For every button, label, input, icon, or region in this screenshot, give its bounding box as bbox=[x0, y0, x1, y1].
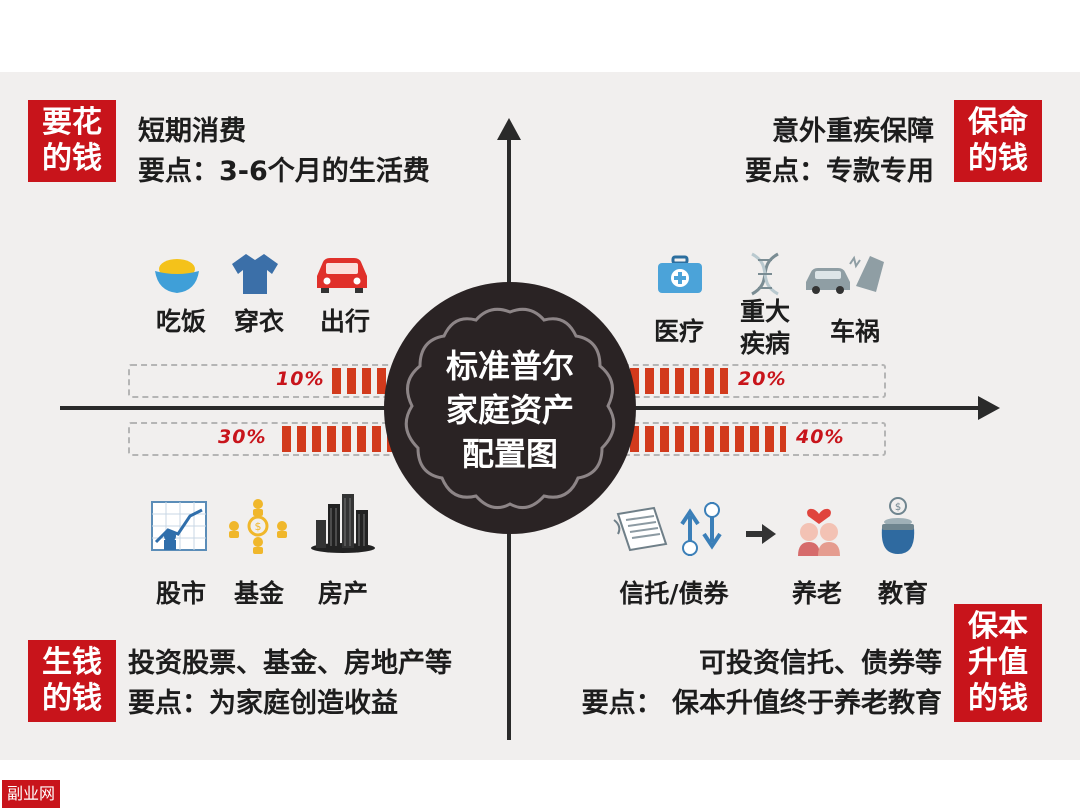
label-major-illness: 重大 疾病 bbox=[734, 296, 796, 360]
center-cloud-badge bbox=[384, 282, 636, 534]
tag-preserve-line1: 保本 bbox=[968, 609, 1028, 644]
percent-30: 30% bbox=[218, 426, 267, 448]
buildings-icon bbox=[311, 494, 375, 553]
tag-protect-line2: 的钱 bbox=[968, 141, 1028, 176]
label-medical: 医疗 bbox=[653, 317, 704, 346]
label-major-illness-line1: 重大 bbox=[739, 297, 790, 326]
money-pot-icon: $ bbox=[881, 497, 915, 554]
arrow-right-icon bbox=[746, 524, 776, 544]
top-left-line1: 短期消费 bbox=[138, 116, 246, 147]
tag-grow-money: 生钱 的钱 bbox=[28, 640, 116, 722]
tag-protect-money: 保命 的钱 bbox=[954, 100, 1042, 182]
bottom-right-description: 可投资信托、债券等 要点： 保本升值终于养老教育 bbox=[582, 644, 942, 724]
top-right-description: 意外重疾保障 要点：专款专用 bbox=[745, 112, 934, 192]
tag-spend-money: 要花 的钱 bbox=[28, 100, 116, 182]
tag-grow-line1: 生钱 bbox=[42, 645, 102, 680]
top-left-line2: 要点：3-6个月的生活费 bbox=[138, 156, 430, 187]
dna-icon bbox=[751, 252, 779, 296]
tag-spend-line1: 要花 bbox=[42, 105, 102, 140]
percent-40: 40% bbox=[796, 426, 845, 448]
svg-text:$: $ bbox=[895, 502, 901, 513]
label-major-illness-line2: 疾病 bbox=[739, 329, 790, 358]
first-aid-kit-icon bbox=[658, 255, 702, 293]
bottom-left-description: 投资股票、基金、房地产等 要点：为家庭创造收益 bbox=[128, 644, 452, 724]
label-car-accident: 车祸 bbox=[829, 317, 880, 346]
percent-10: 10% bbox=[276, 368, 325, 390]
elderly-couple-icon bbox=[798, 508, 840, 556]
label-retirement: 养老 bbox=[791, 579, 842, 608]
label-stocks: 股市 bbox=[155, 579, 206, 608]
tag-preserve-line2: 升值 bbox=[968, 645, 1028, 680]
rice-bowl-icon bbox=[155, 259, 199, 293]
tag-grow-line2: 的钱 bbox=[42, 681, 102, 716]
label-trusts-bonds: 信托/债券 bbox=[619, 579, 729, 608]
stock-chart-icon bbox=[151, 501, 207, 551]
tag-preserve-line3: 的钱 bbox=[968, 681, 1028, 716]
exchange-arrows-icon bbox=[680, 502, 722, 556]
bottom-left-line1: 投资股票、基金、房地产等 bbox=[128, 648, 452, 679]
tshirt-icon bbox=[232, 254, 278, 294]
label-clothing: 穿衣 bbox=[233, 307, 284, 336]
tag-preserve-money: 保本 升值 的钱 bbox=[954, 604, 1042, 722]
center-title-line1: 标准普尔 bbox=[445, 347, 574, 385]
fund-network-icon: $ bbox=[229, 499, 287, 554]
tag-protect-line1: 保命 bbox=[968, 105, 1028, 140]
watermark-badge: 副业网 bbox=[2, 780, 60, 808]
label-eat: 吃饭 bbox=[155, 307, 206, 336]
label-real-estate: 房产 bbox=[317, 579, 368, 608]
horizontal-axis-arrowhead bbox=[978, 396, 1000, 420]
tag-spend-line2: 的钱 bbox=[42, 141, 102, 176]
top-right-line1: 意外重疾保障 bbox=[772, 116, 934, 147]
label-travel: 出行 bbox=[319, 307, 370, 336]
top-left-description: 短期消费 要点：3-6个月的生活费 bbox=[138, 112, 430, 192]
contract-icon bbox=[613, 506, 668, 552]
center-title-line3: 配置图 bbox=[461, 435, 558, 473]
top-right-line2: 要点：专款专用 bbox=[745, 156, 934, 187]
bottom-left-line2: 要点：为家庭创造收益 bbox=[128, 688, 398, 719]
bottom-right-line1: 可投资信托、债券等 bbox=[699, 648, 942, 679]
bottom-right-line2: 要点： 保本升值终于养老教育 bbox=[581, 688, 942, 719]
label-funds: 基金 bbox=[233, 579, 284, 608]
center-title: 标准普尔 家庭资产 配置图 bbox=[420, 344, 600, 476]
svg-text:$: $ bbox=[255, 520, 262, 533]
vertical-axis-arrowhead bbox=[497, 118, 521, 140]
center-title-line2: 家庭资产 bbox=[445, 391, 574, 429]
car-icon bbox=[317, 258, 367, 293]
car-crash-icon bbox=[806, 255, 884, 294]
percent-20: 20% bbox=[738, 368, 787, 390]
label-education: 教育 bbox=[877, 579, 928, 608]
